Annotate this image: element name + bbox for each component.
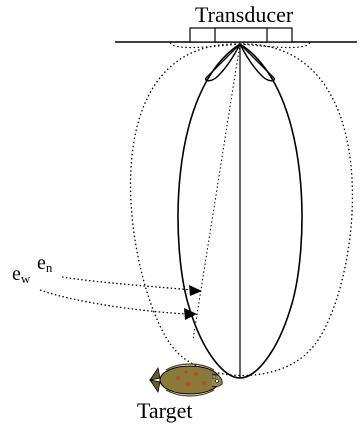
- target-label: Target: [137, 398, 193, 423]
- e-w-label: ew: [12, 264, 30, 285]
- side-lobe-left: [204, 43, 241, 82]
- e-w-base: e: [12, 263, 21, 285]
- side-lobe-right: [239, 43, 276, 82]
- e-w-arrowhead: [184, 308, 197, 320]
- e-w-arrow-line: [39, 289, 187, 315]
- side-lobe-right-outer: [239, 41, 311, 49]
- e-n-arrowhead: [189, 285, 202, 296]
- e-n-subscript: n: [45, 260, 53, 275]
- transducer-element: [214, 27, 268, 43]
- e-w-subscript: w: [20, 271, 31, 286]
- off-axis-ray: [192, 43, 241, 341]
- flatfish-icon: [149, 363, 223, 397]
- transducer-label: Transducer: [195, 2, 294, 27]
- side-lobe-left-outer: [169, 41, 241, 49]
- e-n-label: en: [37, 253, 52, 274]
- wide-beam-lobe: [129, 43, 353, 376]
- e-n-base: e: [37, 252, 46, 274]
- e-n-arrow-line: [61, 276, 193, 291]
